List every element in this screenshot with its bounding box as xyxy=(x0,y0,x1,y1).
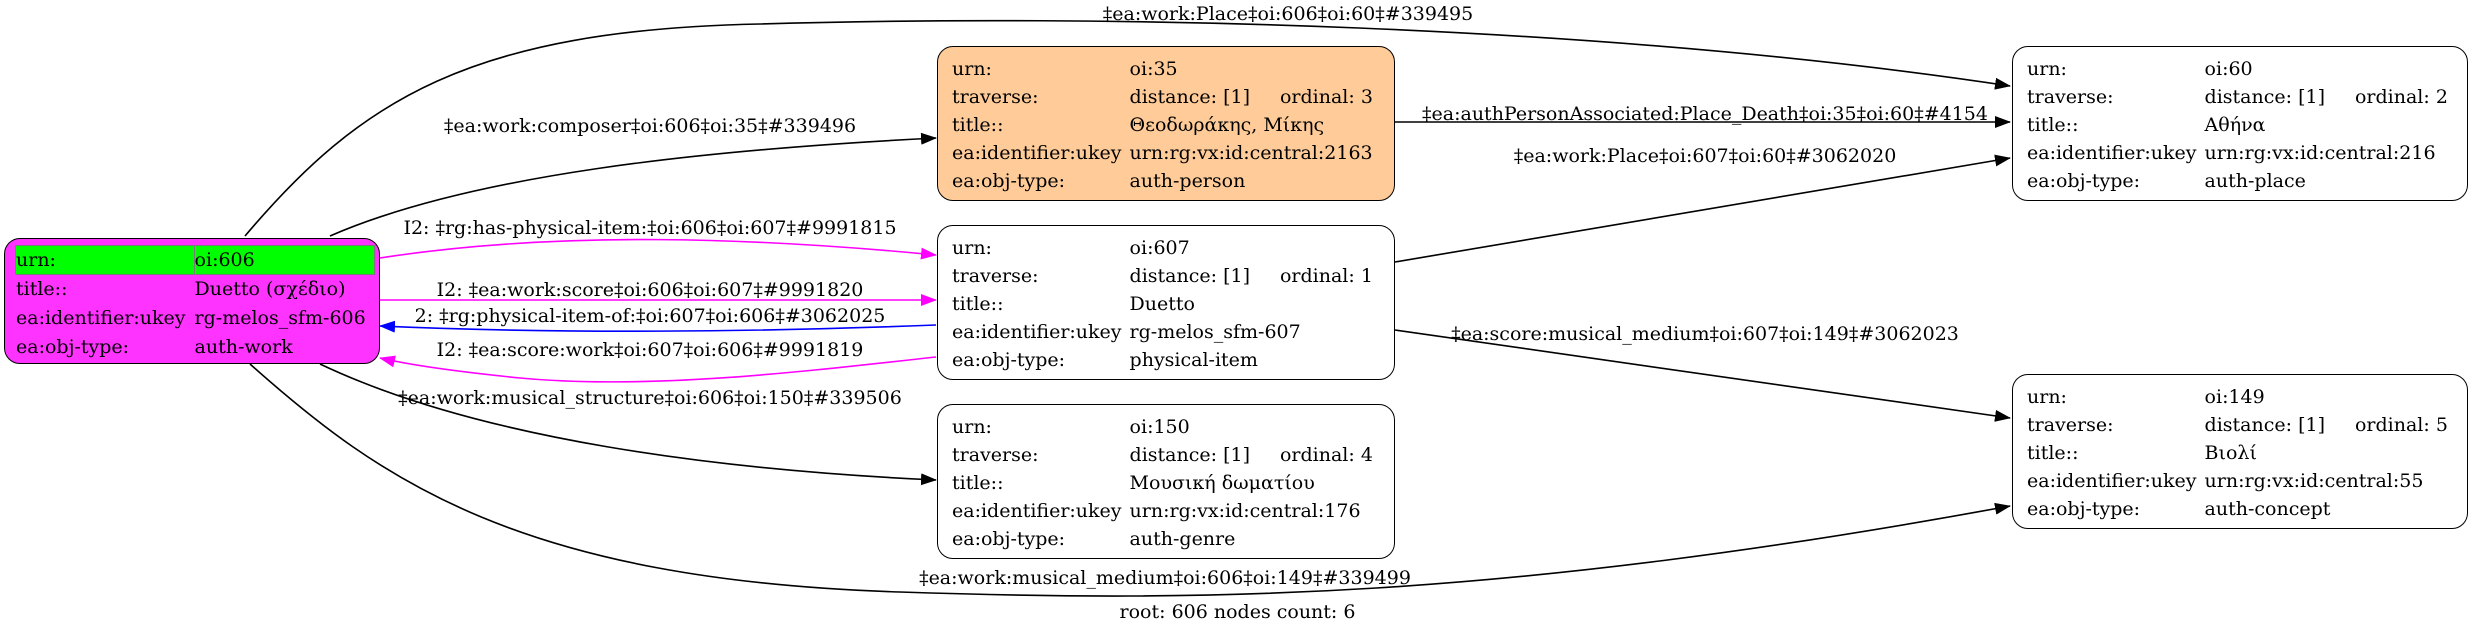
node-150-title: Μουσική δωματίου xyxy=(1129,472,1315,494)
edge-composer-606-35 xyxy=(329,132,937,237)
node-35-key: urn: xyxy=(952,58,992,80)
node-oi-35[interactable]: urn: oi:35 traverse: distance: [1] ordina… xyxy=(937,46,1395,201)
node-oi-150[interactable]: urn: oi:150 traverse: distance: [1] ordin… xyxy=(937,404,1395,559)
edge-label-score-work: I2: ‡ea:score:work‡oi:607‡oi:606‡#999181… xyxy=(437,339,864,361)
edge-label-has-physical-item: I2: ‡rg:has-physical-item:‡oi:606‡oi:607… xyxy=(403,217,896,239)
node-149-distance: distance: [1] xyxy=(2204,414,2325,436)
node-150-distance: distance: [1] xyxy=(1129,444,1250,466)
edge-physical-item-of xyxy=(379,320,937,333)
node-607-ukey: rg-melos_sfm-607 xyxy=(1129,321,1301,343)
edge-label-musical-structure: ‡ea:work:musical_structure‡oi:606‡oi:150… xyxy=(398,387,902,409)
edge-place-606-60 xyxy=(244,19,2011,237)
node-oi-60[interactable]: urn: oi:60 traverse: distance: [1] ordina… xyxy=(2012,46,2468,201)
node-606-ukey: rg-melos_sfm-606 xyxy=(194,307,366,329)
node-35-obj-type: auth-person xyxy=(1129,170,1246,192)
node-150-key: ea:identifier:ukey xyxy=(952,500,1122,522)
edge-place-607-60 xyxy=(1394,154,2011,263)
node-60-obj-type: auth-place xyxy=(2204,170,2306,192)
node-oi-606[interactable]: urn: oi:606 title:: Duetto (σχέδιο) ea:i… xyxy=(4,238,380,364)
edge-label-work-score: I2: ‡ea:work:score‡oi:606‡oi:607‡#999182… xyxy=(437,279,864,301)
node-607-key: traverse: xyxy=(952,265,1039,287)
node-60-ukey: urn:rg:vx:id:central:216 xyxy=(2204,142,2436,164)
node-35-ordinal: ordinal: 3 xyxy=(1279,86,1373,108)
node-607-key: urn: xyxy=(952,237,992,259)
edge-label-person-place-death: ‡ea:authPersonAssociated:Place_Death‡oi:… xyxy=(1422,103,1988,125)
node-606-key: urn: xyxy=(15,245,195,275)
edge-label-place-606-60: ‡ea:work:Place‡oi:606‡oi:60‡#339495 xyxy=(1103,3,1473,25)
edge-label-physical-item-of: 2: ‡rg:physical-item-of:‡oi:607‡oi:606‡#… xyxy=(415,305,886,327)
node-149-ordinal: ordinal: 5 xyxy=(2354,414,2448,436)
node-606-key: ea:obj-type: xyxy=(16,336,130,358)
node-35-key: traverse: xyxy=(952,86,1039,108)
node-150-key: title:: xyxy=(952,472,1004,494)
node-149-urn: oi:149 xyxy=(2204,386,2265,408)
node-35-urn: oi:35 xyxy=(1129,58,1178,80)
node-149-ukey: urn:rg:vx:id:central:55 xyxy=(2204,470,2424,492)
node-150-ordinal: ordinal: 4 xyxy=(1279,444,1373,466)
node-35-key: ea:identifier:ukey xyxy=(952,142,1122,164)
node-35-key: ea:obj-type: xyxy=(952,170,1066,192)
node-150-urn: oi:150 xyxy=(1129,416,1190,438)
node-60-urn: oi:60 xyxy=(2204,58,2253,80)
node-35-title: Θεοδωράκης, Μίκης xyxy=(1129,114,1325,136)
node-149-obj-type: auth-concept xyxy=(2204,498,2331,520)
node-60-ordinal: ordinal: 2 xyxy=(2354,86,2448,108)
edge-has-physical-item xyxy=(379,238,937,260)
node-149-key: traverse: xyxy=(2027,414,2114,436)
node-60-title: Αθήνα xyxy=(2204,114,2266,136)
edge-score-musical-medium xyxy=(1394,329,2011,422)
edge-score-work xyxy=(379,355,937,383)
edge-musical-structure xyxy=(319,363,937,486)
node-35-ukey: urn:rg:vx:id:central:2163 xyxy=(1129,142,1373,164)
edge-label-composer-606-35: ‡ea:work:composer‡oi:606‡oi:35‡#339496 xyxy=(444,115,856,137)
node-607-obj-type: physical-item xyxy=(1129,349,1258,371)
node-149-title: Βιολί xyxy=(2204,442,2257,464)
node-60-key: title:: xyxy=(2027,114,2079,136)
node-149-key: title:: xyxy=(2027,442,2079,464)
node-150-key: ea:obj-type: xyxy=(952,528,1066,550)
node-60-key: ea:identifier:ukey xyxy=(2027,142,2197,164)
node-150-obj-type: auth-genre xyxy=(1129,528,1236,550)
node-606-obj-type: auth-work xyxy=(194,336,293,358)
node-607-key: ea:obj-type: xyxy=(952,349,1066,371)
node-60-distance: distance: [1] xyxy=(2204,86,2325,108)
node-149-key: urn: xyxy=(2027,386,2067,408)
edge-label-place-607-60: ‡ea:work:Place‡oi:607‡oi:60‡#3062020 xyxy=(1514,145,1897,167)
node-150-key: traverse: xyxy=(952,444,1039,466)
node-150-ukey: urn:rg:vx:id:central:176 xyxy=(1129,500,1361,522)
node-60-key: urn: xyxy=(2027,58,2067,80)
node-60-key: traverse: xyxy=(2027,86,2114,108)
node-606-urn: oi:606 xyxy=(193,245,375,275)
edge-label-work-musical-medium: ‡ea:work:musical_medium‡oi:606‡oi:149‡#3… xyxy=(919,567,1411,589)
node-607-distance: distance: [1] xyxy=(1129,265,1250,287)
node-150-key: urn: xyxy=(952,416,992,438)
node-607-urn: oi:607 xyxy=(1129,237,1190,259)
node-606-title: Duetto (σχέδιο) xyxy=(194,278,346,300)
edge-work-musical-medium xyxy=(249,363,2011,597)
node-oi-149[interactable]: urn: oi:149 traverse: distance: [1] ordin… xyxy=(2012,374,2468,529)
edge-label-score-musical-medium: ‡ea:score:musical_medium‡oi:607‡oi:149‡#… xyxy=(1451,323,1959,345)
node-35-distance: distance: [1] xyxy=(1129,86,1250,108)
node-606-key: title:: xyxy=(16,278,68,300)
node-oi-607[interactable]: urn: oi:607 traverse: distance: [1] ordin… xyxy=(937,225,1395,380)
node-607-title: Duetto xyxy=(1129,293,1195,315)
node-149-key: ea:identifier:ukey xyxy=(2027,470,2197,492)
node-35-key: title:: xyxy=(952,114,1004,136)
node-606-key: ea:identifier:ukey xyxy=(16,307,186,329)
node-607-ordinal: ordinal: 1 xyxy=(1279,265,1373,287)
node-149-key: ea:obj-type: xyxy=(2027,498,2141,520)
node-607-key: ea:identifier:ukey xyxy=(952,321,1122,343)
graph-footer: root: 606 nodes count: 6 xyxy=(1119,601,1356,623)
node-60-key: ea:obj-type: xyxy=(2027,170,2141,192)
node-607-key: title:: xyxy=(952,293,1004,315)
